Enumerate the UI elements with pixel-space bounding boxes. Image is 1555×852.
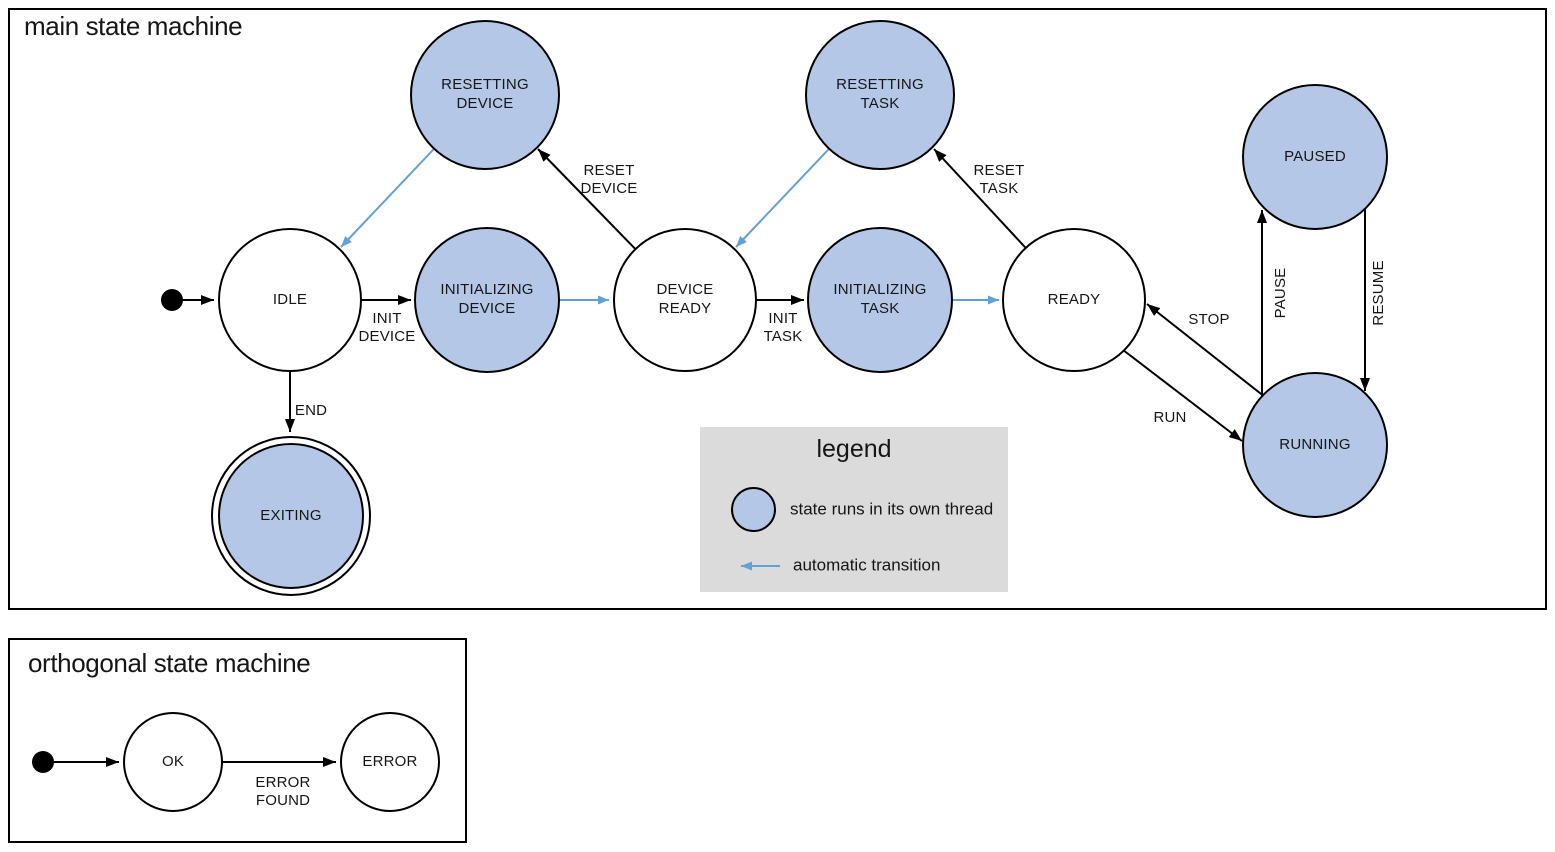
legend-item-thread-label: state runs in its own thread [790,499,994,519]
edge-label-reset-task: RESET TASK [973,162,1025,197]
edge-label-end: END [294,402,328,419]
state-device-ready-label: DEVICE READY [656,281,714,317]
state-initializing-task-label: INITIALIZING TASK [833,281,927,317]
edge-label-resume: RESUME [1370,260,1387,326]
edge-running-to-ready [1146,303,1271,402]
initial-state-dot-orthogonal [32,751,54,773]
state-exiting-label: EXITING [260,506,322,524]
state-initializing-task: INITIALIZING TASK [807,227,953,373]
state-exiting-inner-ring: EXITING [218,443,364,589]
initial-state-dot-main [161,289,183,311]
state-device-ready: DEVICE READY [613,228,757,372]
state-ok: OK [123,712,223,812]
state-resetting-device-label: RESETTING DEVICE [441,76,529,112]
main-panel-title: main state machine [24,11,243,41]
state-resetting-task: RESETTING TASK [805,20,955,170]
legend-title: legend [816,435,892,463]
state-error: ERROR [340,712,440,812]
state-ready: READY [1002,228,1146,372]
edge-label-error-found: ERROR FOUND [255,774,311,809]
thread-state-circle-icon [731,487,776,532]
edge-label-pause: PAUSE [1272,267,1289,319]
state-idle-label: IDLE [272,290,308,308]
edge-label-init-device: INIT DEVICE [358,310,416,345]
edge-label-reset-device: RESET DEVICE [580,162,638,197]
state-paused-label: PAUSED [1284,147,1346,165]
state-paused: PAUSED [1242,84,1388,230]
edge-label-run: RUN [1153,409,1187,426]
state-ok-label: OK [161,752,185,770]
state-ready-label: READY [1047,290,1101,308]
legend-item-automatic-label: automatic transition [793,555,941,575]
edge-label-stop: STOP [1188,311,1230,328]
legend-box: legend state runs in its own thread auto… [700,427,1008,592]
orthogonal-panel-title: orthogonal state machine [28,648,311,678]
state-resetting-task-label: RESETTING TASK [836,76,924,112]
state-running: RUNNING [1242,372,1388,518]
state-exiting: EXITING [211,436,371,596]
state-initializing-device: INITIALIZING DEVICE [414,227,560,373]
state-error-label: ERROR [362,752,418,770]
edge-label-init-task: INIT TASK [763,310,803,345]
state-initializing-device-label: INITIALIZING DEVICE [440,281,534,317]
edge-ready-to-running [1109,339,1243,442]
state-running-label: RUNNING [1279,435,1351,453]
state-idle: IDLE [218,228,362,372]
state-resetting-device: RESETTING DEVICE [410,20,560,170]
